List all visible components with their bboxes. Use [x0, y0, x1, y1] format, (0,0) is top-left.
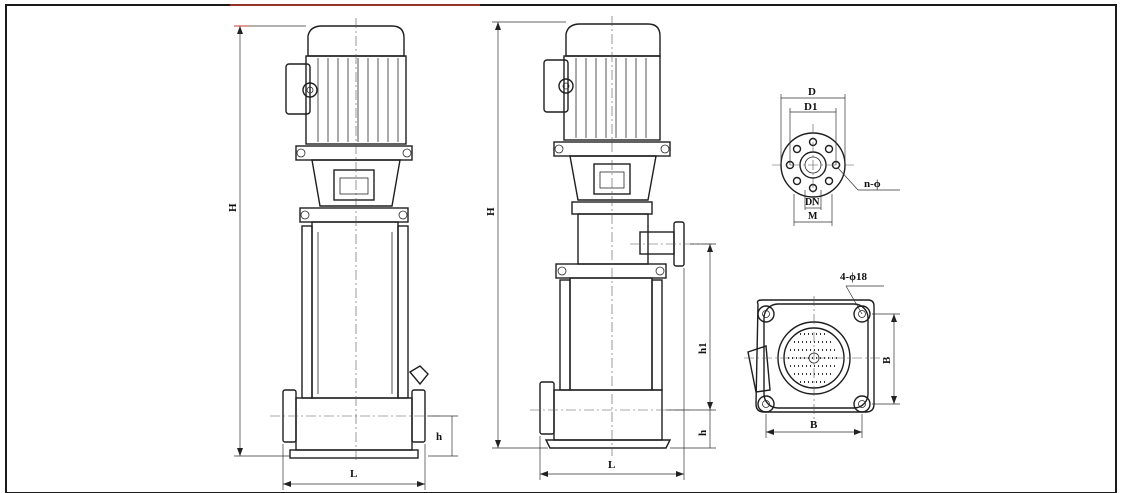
terminal-box [285, 63, 311, 115]
side-outlet-pipe [639, 231, 675, 255]
base-width-horizontal-label: B [810, 419, 818, 431]
pump-barrel [311, 221, 399, 399]
flange-dn-label: DN [805, 197, 820, 208]
front-view-dimensions: H h L [227, 25, 458, 490]
vent-plug [408, 365, 429, 386]
side-inlet-flange [539, 381, 555, 435]
front-width-label: L [350, 468, 357, 480]
flange-holes-label: n-ϕ [864, 178, 881, 190]
outlet-flange [411, 389, 426, 443]
front-base-height-label: h [436, 431, 442, 443]
base-inlet-stub [747, 345, 771, 393]
base-bolt-holes-label: 4-ϕ18 [840, 271, 868, 283]
side-motor-fins [575, 58, 647, 138]
side-pump-barrel [569, 277, 653, 391]
pump-front-view [270, 18, 440, 462]
side-terminal-box [543, 59, 569, 113]
side-height-label: H [485, 207, 497, 216]
motor-bracket [311, 159, 401, 207]
side-base-height-label: h [697, 430, 709, 436]
pump-base-chamber [295, 397, 413, 451]
flange-d1-label: D1 [804, 101, 817, 113]
front-height-label: H [227, 203, 239, 212]
base-plate-detail: 4-ϕ18 B B [744, 271, 900, 438]
motor-cooling-fins [317, 58, 399, 142]
pump-side-view [530, 16, 716, 456]
base-bolt-holes [757, 305, 871, 413]
flange-d-label: D [808, 86, 816, 98]
side-outlet-height-label: h1 [697, 342, 709, 354]
flange-detail: D D1 DN M n-ϕ [772, 86, 900, 226]
side-width-label: L [608, 459, 615, 471]
side-view-dimensions: H h1 h L [485, 21, 716, 480]
flange-m-label: M [808, 211, 818, 222]
base-width-vertical-label: B [881, 356, 893, 364]
drawing-frame [5, 4, 1117, 493]
